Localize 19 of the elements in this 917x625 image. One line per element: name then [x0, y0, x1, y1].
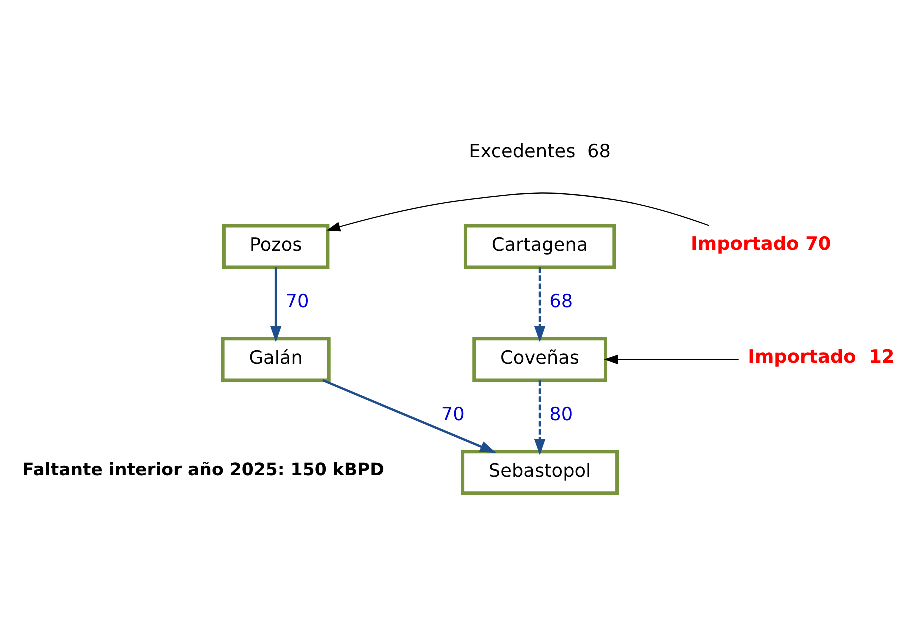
node-label: Excedentes 68 — [469, 141, 611, 162]
node-box: Coveñas — [472, 336, 608, 382]
edge-label: 70 — [286, 291, 310, 312]
edge-label: 80 — [550, 404, 574, 426]
node-box: Galán — [221, 336, 331, 382]
node-box: Cartagena — [464, 224, 616, 269]
arrow — [534, 380, 546, 455]
label: Faltante interior año 2025: 150 kBPD — [22, 460, 384, 480]
edge-label: 70 — [441, 404, 465, 426]
edge-label: 68 — [550, 291, 574, 312]
arrow — [604, 354, 739, 364]
arrow — [326, 192, 710, 232]
node-text: Importado 12 — [748, 346, 895, 368]
node-box: Sebastopol — [461, 450, 619, 495]
arrow — [322, 378, 496, 453]
arrow — [534, 267, 546, 342]
node-box: Pozos — [222, 224, 330, 269]
node-text: Importado 70 — [691, 233, 832, 254]
arrow — [270, 267, 282, 342]
